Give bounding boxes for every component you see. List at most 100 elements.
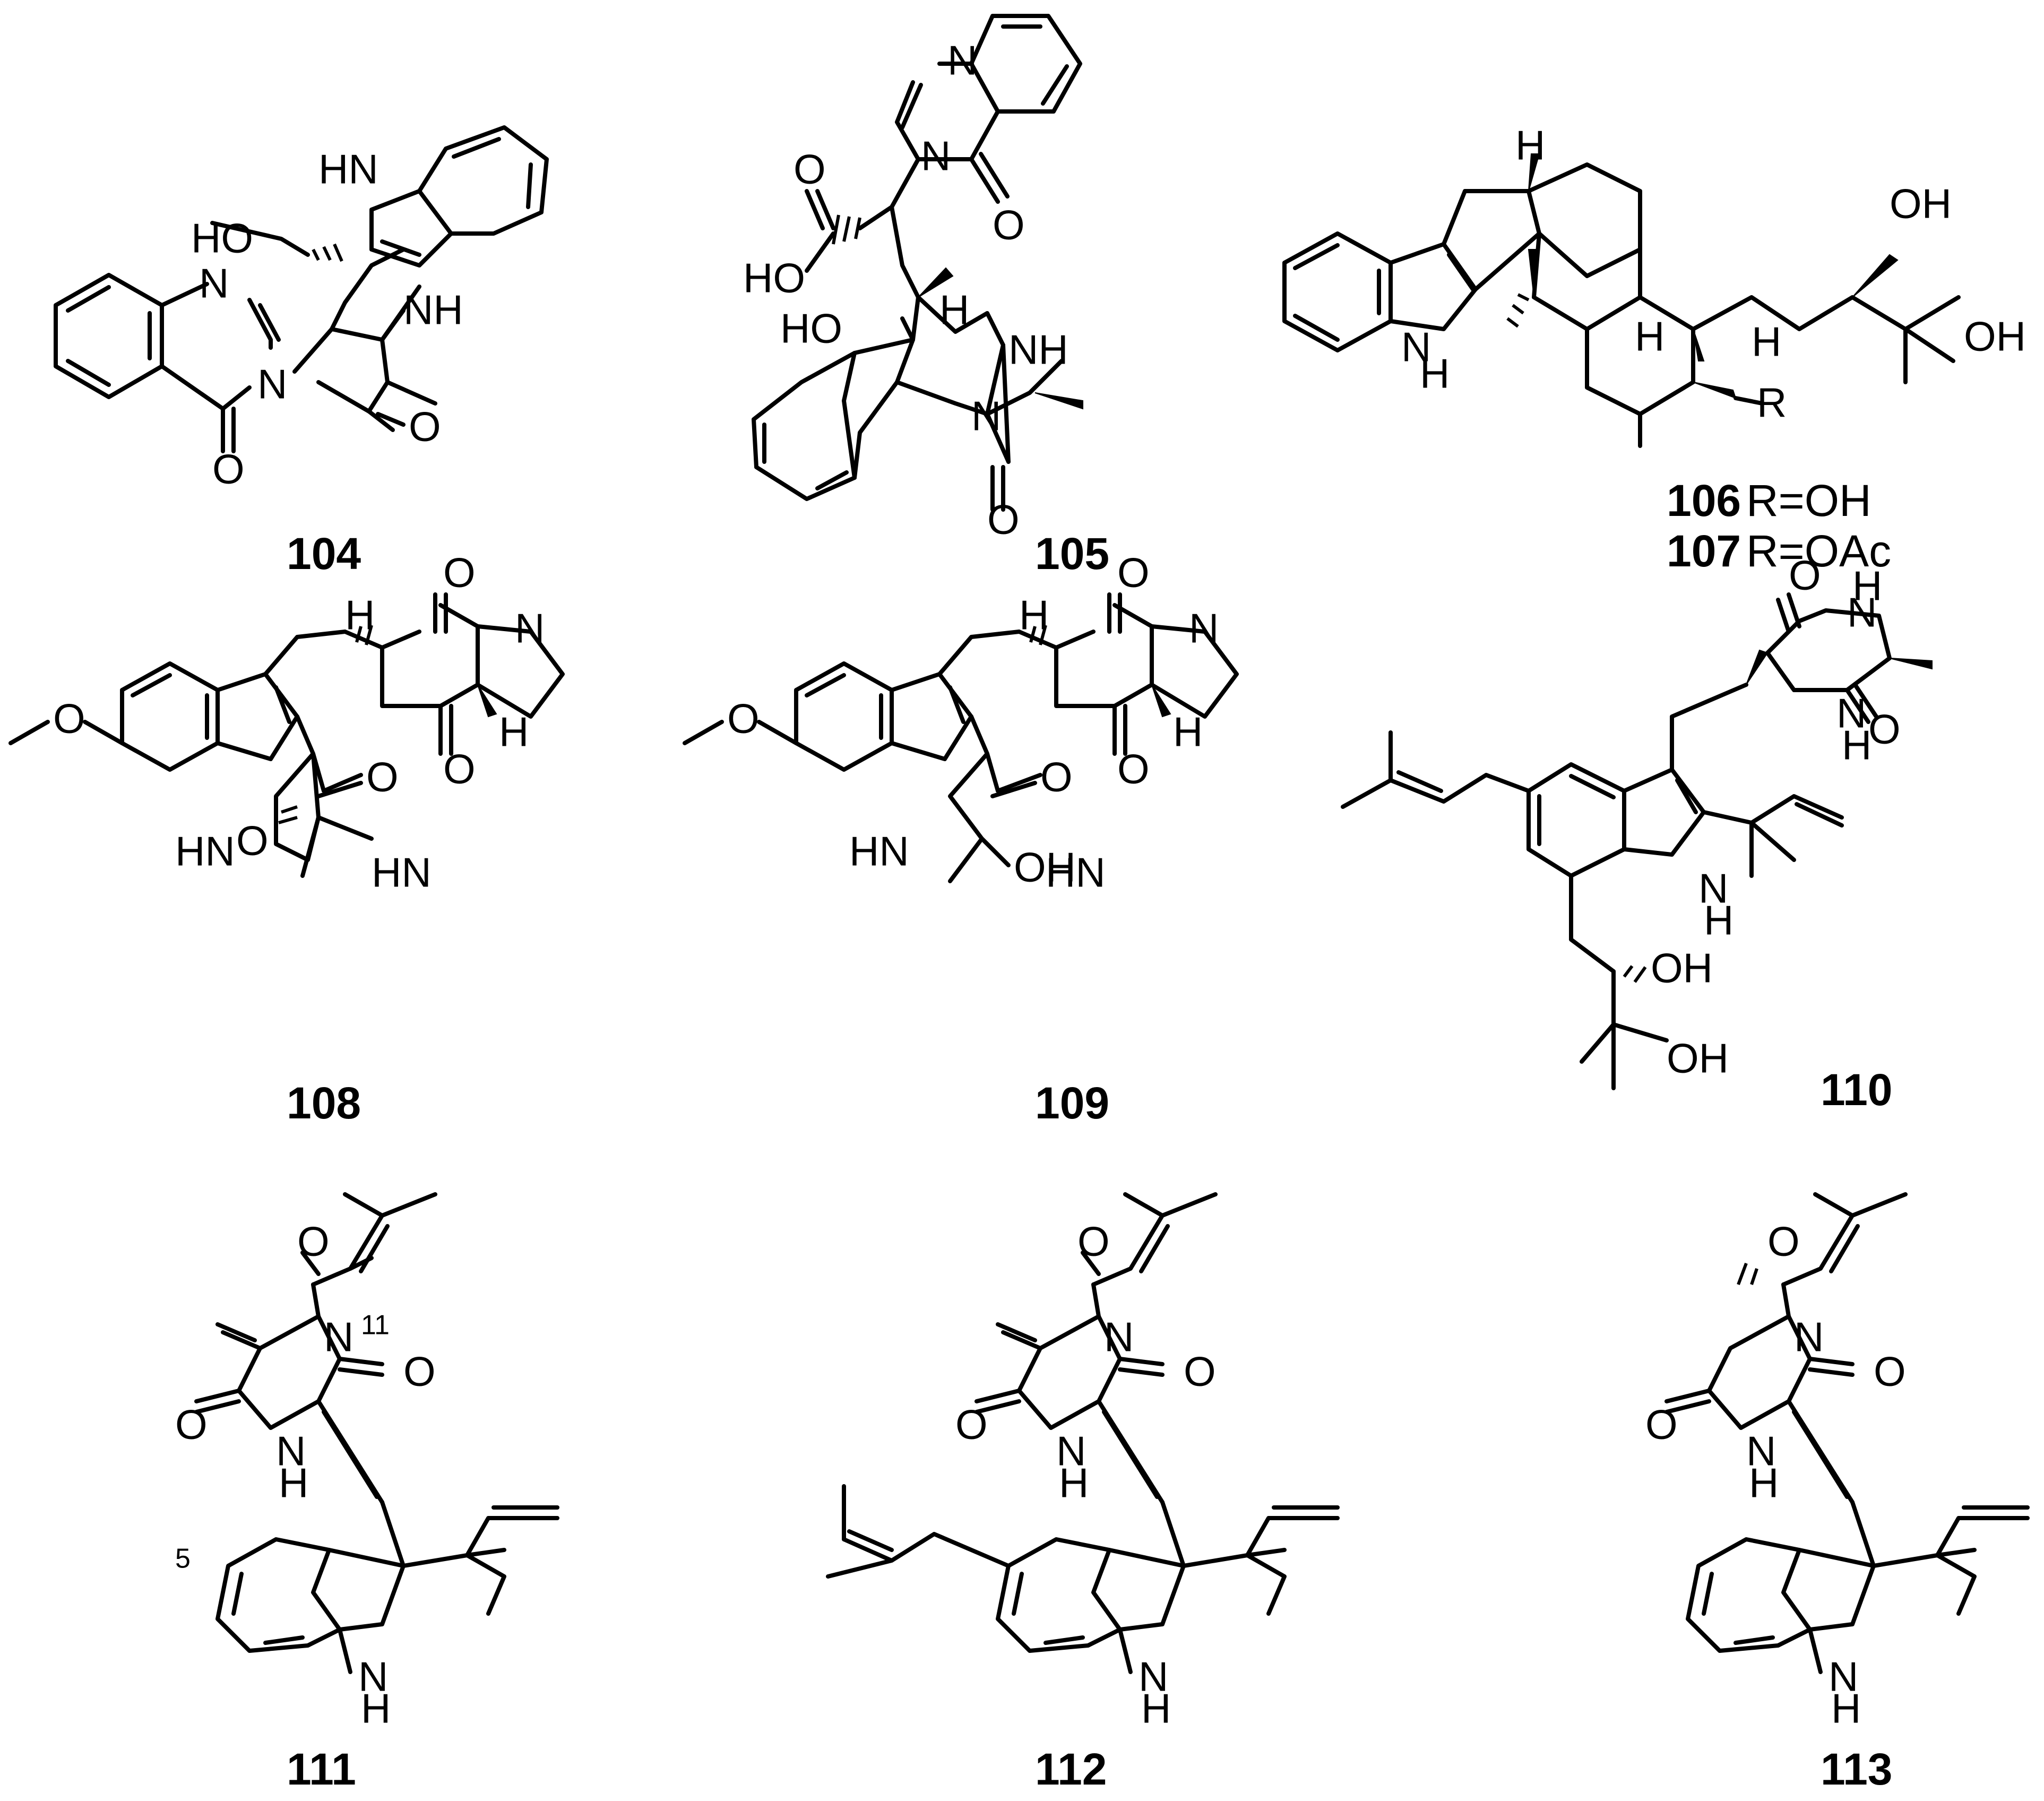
locant-11: 11 (361, 1310, 390, 1341)
o-label: O (1117, 746, 1150, 792)
n-label: N (1104, 1314, 1134, 1360)
substituent-107: R=OAc (1746, 526, 1891, 576)
n-label: N (1056, 1428, 1086, 1475)
o-label: O (409, 403, 441, 450)
structure-108: O HN HN H O N O H O O 108 (8, 549, 565, 1128)
structure-109: O HN HN H O N O H O OH 109 (683, 549, 1239, 1128)
o-label: O (366, 754, 399, 800)
n-label: N (971, 393, 1001, 440)
compound-label-111: 111 (287, 1744, 356, 1794)
structure-104: HO N N O NH O HN 104 (54, 125, 549, 579)
n-label: N (1139, 1653, 1168, 1700)
ho-label: HO (743, 255, 805, 301)
n-label: N (276, 1428, 306, 1475)
o-label: O (1789, 552, 1821, 599)
o-label: O (1040, 754, 1073, 800)
r-label: R (1757, 380, 1787, 426)
o-label: O (1184, 1348, 1216, 1395)
o-label: O (794, 146, 826, 193)
h-label: H (939, 287, 969, 333)
o-label: O (443, 746, 476, 792)
o-label: O (1117, 549, 1150, 596)
hn-label: HN (175, 828, 235, 875)
hn-label: HN (1046, 849, 1106, 896)
n-label: N (1189, 605, 1219, 652)
oh-label: OH (1890, 180, 1952, 227)
ho-label: HO (191, 215, 253, 262)
h-label: H (1141, 1685, 1171, 1732)
o-label: O (212, 446, 245, 493)
n-label: N (1829, 1653, 1858, 1700)
o-label: O (955, 1401, 988, 1448)
n-label: N (257, 361, 287, 408)
compound-label-108: 108 (287, 1078, 361, 1128)
compound-label-109: 109 (1035, 1078, 1109, 1128)
h-label: H (1842, 722, 1871, 769)
o-label: O (1767, 1218, 1800, 1265)
h-label: H (1420, 350, 1450, 397)
n-label: N (199, 260, 229, 307)
o-label: O (727, 695, 760, 742)
o-label: O (1868, 706, 1901, 753)
structure-112: O N O O N H N H 112 (826, 1192, 1340, 1794)
h-label: H (279, 1460, 308, 1506)
n-label: N (1794, 1314, 1824, 1360)
compound-label-105: 105 (1035, 529, 1109, 579)
n-label: N (1746, 1428, 1776, 1475)
compound-label-104: 104 (287, 529, 361, 579)
oh-label: OH (1667, 1035, 1729, 1082)
structure-111: O N 11 O O N H 5 N H 111 (175, 1192, 559, 1794)
compound-label-110: 110 (1821, 1065, 1893, 1115)
n-label: N (515, 605, 545, 652)
h-label: H (361, 1685, 391, 1732)
h-label: H (1852, 563, 1882, 609)
h-label: H (1019, 592, 1049, 639)
h-label: H (1059, 1460, 1089, 1506)
h-label: H (1749, 1460, 1779, 1506)
oh-label: OH (1651, 945, 1713, 992)
h-label: H (1752, 318, 1781, 365)
o-label: O (175, 1401, 208, 1448)
structure-105: N N O O HO HO H NH N O 105 (743, 14, 1109, 579)
hn-label: HN (849, 828, 909, 875)
o-label: O (443, 549, 476, 596)
h-label: H (1173, 709, 1203, 755)
n-label: N (358, 1653, 388, 1700)
compound-label-106: 106 (1667, 476, 1741, 525)
n-label: N (324, 1314, 353, 1360)
n-label: N (1698, 865, 1728, 912)
o-label: O (987, 496, 1020, 543)
h-label: H (1635, 313, 1664, 360)
nh-label: NH (1008, 326, 1068, 373)
o-label: O (53, 695, 85, 742)
structure-113: O N O O N H N H 113 (1645, 1192, 2030, 1794)
compound-label-113: 113 (1821, 1744, 1893, 1794)
o-label: O (297, 1218, 330, 1265)
h-label: H (345, 592, 375, 639)
h-label: H (499, 709, 529, 755)
compound-label-107: 107 (1667, 526, 1741, 576)
o-label: O (1874, 1348, 1906, 1395)
n-label: N (1847, 589, 1877, 636)
hn-label: HN (318, 146, 378, 193)
o-label: O (1645, 1401, 1678, 1448)
h-label: H (1704, 897, 1733, 944)
h-label: H (1831, 1685, 1861, 1732)
structure-110: O N H N H O N H OH OH 110 (1341, 552, 1933, 1115)
substituent-106: R=OH (1746, 476, 1871, 525)
oh-label: OH (1964, 313, 2026, 360)
o-label: O (993, 202, 1025, 248)
o-label: O (1077, 1218, 1110, 1265)
compound-label-112: 112 (1035, 1744, 1107, 1794)
o-label: O (403, 1348, 436, 1395)
oh-label: OH (1014, 844, 1076, 891)
locant-5: 5 (175, 1544, 191, 1574)
o-label: O (236, 817, 269, 864)
n-label: N (947, 37, 977, 84)
ho-label: HO (780, 305, 842, 352)
nh-label: NH (403, 287, 463, 333)
n-label: N (1401, 324, 1431, 370)
hn-label: HN (372, 849, 432, 896)
n-label: N (921, 133, 951, 179)
